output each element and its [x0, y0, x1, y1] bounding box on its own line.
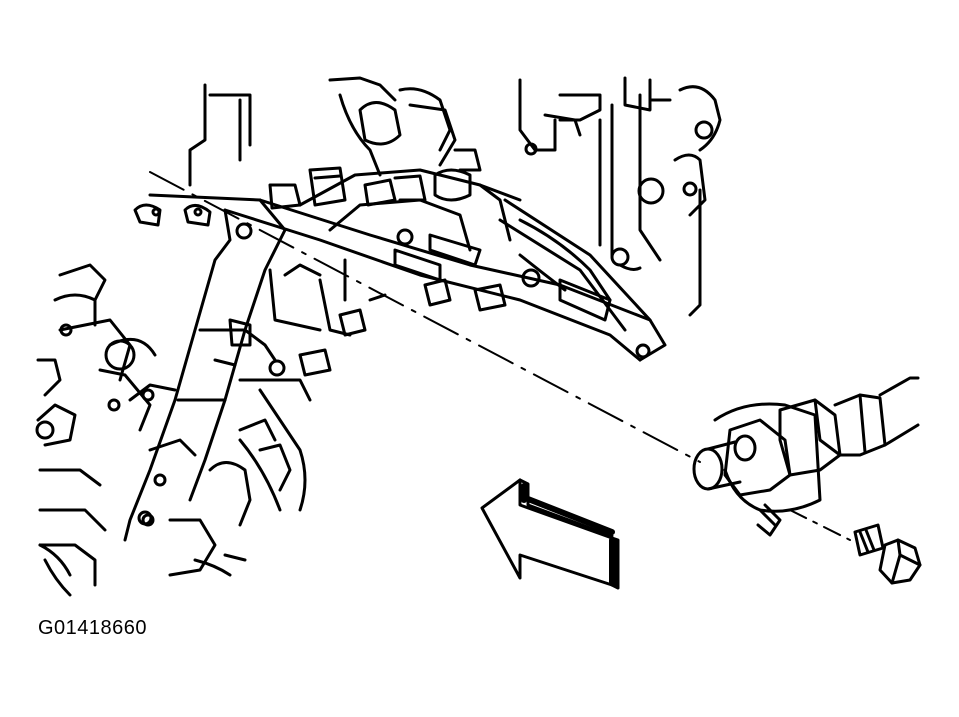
direction-arrow-icon [480, 478, 620, 590]
leader-line [149, 171, 701, 463]
figure-caption: G01418660 [38, 617, 148, 639]
engine-block [35, 76, 722, 597]
oil-pressure-sensor [692, 376, 920, 537]
bolt [853, 523, 922, 585]
bolt-leader-line [789, 509, 851, 541]
bracket-tabs [133, 203, 212, 227]
mounting-bracket [123, 148, 667, 542]
